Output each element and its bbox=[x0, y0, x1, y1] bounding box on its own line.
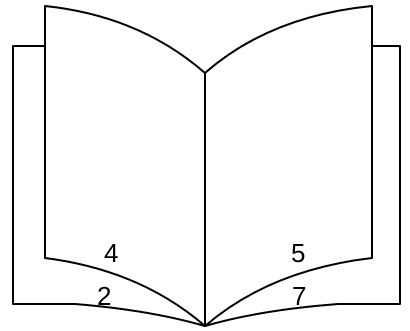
page-number-7: 7 bbox=[292, 283, 306, 309]
page-number-4: 4 bbox=[104, 240, 118, 266]
page-number-5: 5 bbox=[291, 240, 305, 266]
page-number-2: 2 bbox=[97, 283, 111, 309]
